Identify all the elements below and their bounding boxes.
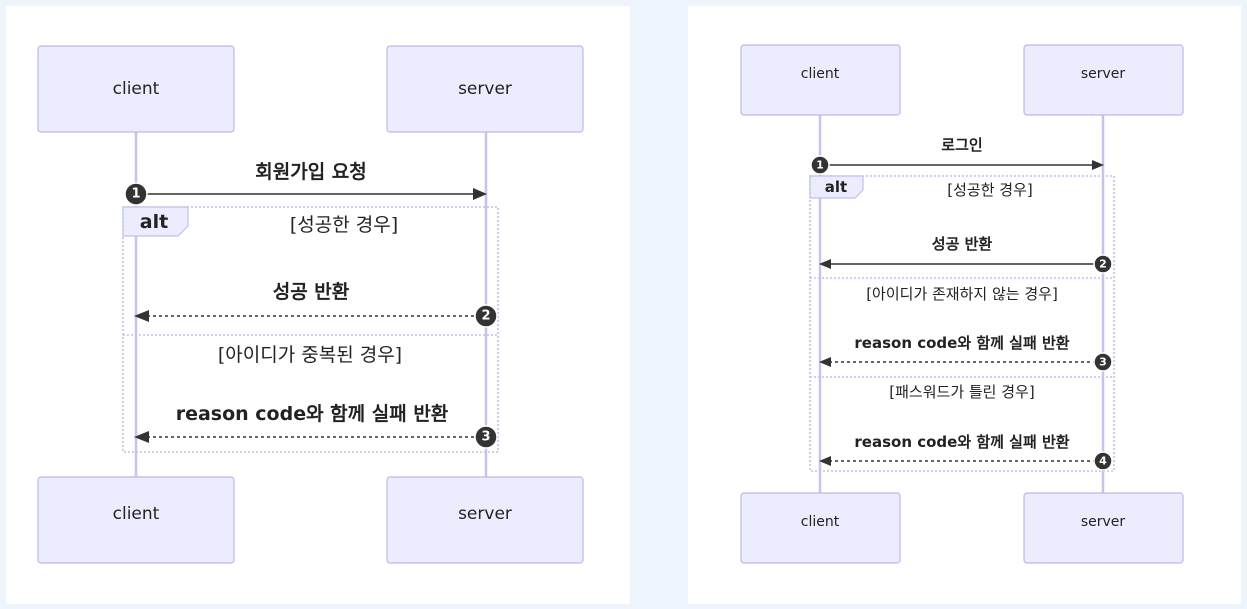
sequence-number: 1: [131, 187, 140, 202]
actor-client-bottom: client: [37, 476, 235, 564]
actor-server-top: server: [1023, 44, 1184, 116]
actor-label: server: [1081, 66, 1126, 82]
condition-label: [아이디가 존재하지 않는 경우]: [866, 285, 1058, 303]
message-label: reason code와 함께 실패 반환: [854, 334, 1069, 352]
actor-client-top: client: [740, 44, 901, 116]
alt-tag: alt: [122, 206, 189, 237]
arrowhead: [473, 188, 487, 200]
arrowhead: [1092, 160, 1104, 170]
actor-server-bottom: server: [386, 476, 584, 564]
message-3: reason code와 함께 실패 반환 3: [819, 334, 1113, 372]
sequence-number: 3: [1099, 356, 1107, 369]
sequence-diagram-left: client server alt [성공한 경우] [아이디가 중복된 경우]…: [37, 45, 584, 564]
actor-server-bottom: server: [1023, 492, 1184, 564]
sequence-number-badge: [474, 425, 498, 449]
message-3: reason code와 함께 실패 반환 3: [134, 403, 498, 449]
sequence-number-badge: [474, 304, 498, 328]
alt-frame: [122, 206, 499, 453]
sequence-number: 2: [1099, 258, 1107, 271]
diagram-panel-right: client server alt [성공한 경우] [아이디가 존재하지 않는…: [688, 6, 1241, 604]
actor-label: client: [801, 66, 840, 82]
condition-label: [성공한 경우]: [947, 181, 1032, 199]
message-label: 성공 반환: [932, 235, 993, 253]
actor-label: client: [801, 514, 840, 530]
message-2: 성공 반환 2: [134, 281, 498, 328]
arrowhead: [819, 259, 831, 269]
diagram-panel-left: client server alt [성공한 경우] [아이디가 중복된 경우]…: [6, 6, 630, 604]
message-1: 로그인 1: [810, 136, 1104, 175]
sequence-diagram-right: client server alt [성공한 경우] [아이디가 존재하지 않는…: [740, 44, 1184, 564]
actor-label: server: [458, 79, 512, 99]
sequence-number-badge: [1093, 352, 1113, 372]
sequence-number-badge: [810, 155, 830, 175]
message-label: 로그인: [941, 136, 982, 154]
sequence-number-badge: [1093, 451, 1113, 471]
alt-label: alt: [825, 178, 847, 196]
sequence-number: 1: [816, 159, 824, 172]
message-label: reason code와 함께 실패 반환: [854, 433, 1069, 451]
message-label: 회원가입 요청: [255, 161, 367, 183]
message-label: reason code와 함께 실패 반환: [176, 403, 449, 425]
alt-tag: alt: [809, 175, 864, 199]
alt-frame: [809, 175, 1115, 472]
message-2: 성공 반환 2: [819, 235, 1113, 274]
arrowhead: [134, 431, 149, 443]
sequence-number: 4: [1099, 455, 1107, 468]
sequence-number-badge: [1093, 254, 1113, 274]
condition-label: [아이디가 중복된 경우]: [218, 344, 402, 366]
arrowhead: [819, 456, 831, 466]
actor-label: server: [458, 504, 512, 524]
actor-server-top: server: [386, 45, 584, 133]
sequence-number-badge: [124, 182, 148, 206]
sequence-number: 3: [481, 430, 490, 445]
actor-label: client: [113, 79, 160, 99]
actor-label: server: [1081, 514, 1126, 530]
condition-label: [성공한 경우]: [290, 214, 398, 236]
message-label: 성공 반환: [273, 281, 350, 303]
message-1: 회원가입 요청 1: [124, 161, 487, 206]
actor-client-bottom: client: [740, 492, 901, 564]
sequence-number: 2: [481, 309, 490, 324]
message-4: reason code와 함께 실패 반환 4: [819, 433, 1113, 471]
actor-label: client: [113, 504, 160, 524]
arrowhead: [134, 310, 149, 322]
condition-label: [패스워드가 틀린 경우]: [889, 383, 1034, 401]
arrowhead: [819, 357, 831, 367]
alt-label: alt: [140, 211, 168, 233]
actor-client-top: client: [37, 45, 235, 133]
